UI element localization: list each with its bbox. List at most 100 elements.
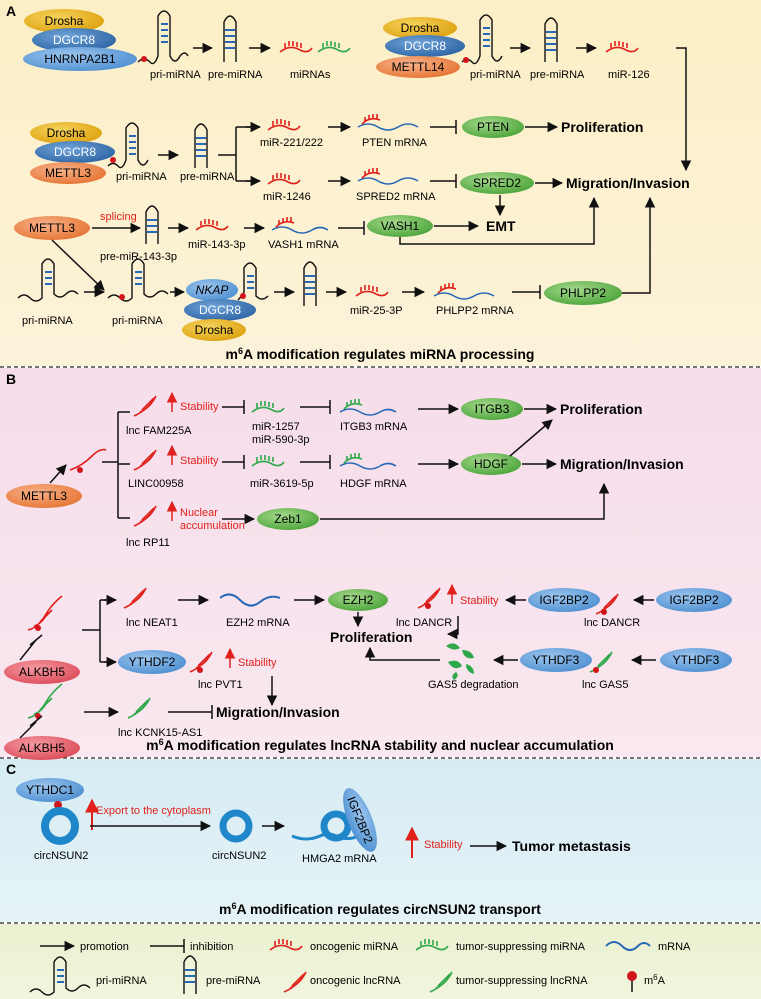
alkbh5-label: ALKBH5 xyxy=(19,665,65,679)
pri-mirna-a4 xyxy=(17,258,79,302)
gas5-deg-label: GAS5 degradation xyxy=(428,679,519,691)
pri-mirna-a3 xyxy=(107,122,149,169)
lnc-rp11-icon xyxy=(133,505,157,527)
branch-alkbh5 xyxy=(82,599,114,663)
mir221-label: miR-221/222 xyxy=(260,137,323,149)
mir25-label: miR-25-3P xyxy=(350,305,403,317)
drosha-label-4: Drosha xyxy=(195,323,234,337)
dgcr8-protein-3 xyxy=(35,141,115,163)
migration-label-b2: Migration/Invasion xyxy=(216,704,340,720)
pten-mrna-icon xyxy=(357,114,419,131)
itgb3-mrna-icon xyxy=(339,399,397,416)
legend-mrna-icon xyxy=(605,941,651,951)
pre-mirna-label-a3: pre-miRNA xyxy=(180,171,235,183)
stability-label-2: Stability xyxy=(180,455,219,467)
mir590-label: miR-590-3p xyxy=(252,434,309,446)
arrow-vash1-migration xyxy=(399,196,600,245)
pre-mirna-label-a1: pre-miRNA xyxy=(208,69,263,81)
ezh2-label: EZH2 xyxy=(343,593,374,607)
m6a-site xyxy=(463,57,469,63)
drosha-label-2: Drosha xyxy=(401,21,440,35)
pre-mir143-label: pre-miR-143-3p xyxy=(100,251,177,263)
m6a-site xyxy=(601,609,607,615)
ythdc1-label: YTHDC1 xyxy=(26,783,74,797)
lnc-gas5-icon xyxy=(589,651,613,673)
mir3619-icon xyxy=(251,455,285,467)
mir221-icon xyxy=(267,119,301,131)
lnc-rp11-label: lnc RP11 xyxy=(126,537,170,549)
drosha-label: Drosha xyxy=(45,14,84,28)
branch-b xyxy=(102,411,130,519)
ts-mirna-icon xyxy=(317,41,351,53)
m6a-site xyxy=(35,625,41,631)
zeb1-label: Zeb1 xyxy=(274,512,302,526)
pri-mirna-a2 xyxy=(461,14,503,65)
circnsun2-icon-1 xyxy=(41,807,79,845)
ezh2-mrna-icon xyxy=(219,593,281,607)
itgb3-label: ITGB3 xyxy=(475,402,510,416)
lnc-dancr-label-1: lnc DANCR xyxy=(396,617,452,629)
mettl3-protein-2 xyxy=(14,216,90,240)
mettl14-label: METTL14 xyxy=(392,60,445,74)
legend-ts-lnc-icon xyxy=(429,971,453,993)
lnc-pvt1-label: lnc PVT1 xyxy=(198,679,243,691)
hdgf-protein xyxy=(461,453,521,475)
itgb3-protein xyxy=(461,398,523,420)
m6a-site xyxy=(141,56,147,62)
panel-b-letter: B xyxy=(6,371,16,387)
vash1-protein xyxy=(367,215,433,237)
arrow-mir126-to-migration xyxy=(676,47,692,172)
proliferation-label-b1: Proliferation xyxy=(560,401,642,417)
pri-mirna-label-a1: pri-miRNA xyxy=(150,69,201,81)
inhibit-hdgf-mrna xyxy=(300,455,331,469)
panel-a-letter: A xyxy=(6,3,16,19)
proliferation-label-b2: Proliferation xyxy=(330,629,412,645)
arrow-mettl3-lnc xyxy=(49,464,67,484)
legend-pri-mirna: pri-miRNA xyxy=(96,975,147,987)
legend-inhibition: inhibition xyxy=(190,941,233,953)
metastasis-label: Tumor metastasis xyxy=(512,838,631,854)
pre-mirna-label-a2: pre-miRNA xyxy=(530,69,585,81)
lnc-dancr-icon xyxy=(417,587,441,609)
inhibit-mir3619 xyxy=(222,455,245,469)
dgcr8-label-2: DGCR8 xyxy=(404,39,446,53)
legend-m6a-icon xyxy=(627,971,637,981)
phlpp2-label: PHLPP2 xyxy=(560,286,606,300)
ythdf3-label-2: YTHDF3 xyxy=(673,653,720,667)
drosha-protein-4 xyxy=(182,319,246,341)
mir1257-label: miR-1257 xyxy=(252,421,300,433)
mettl3-label-b: METTL3 xyxy=(21,489,67,503)
igf2bp2-protein-1 xyxy=(528,588,600,612)
splicing-label: splicing xyxy=(100,211,137,223)
igf2bp2-label-1: IGF2BP2 xyxy=(539,593,589,607)
drosha-label-3: Drosha xyxy=(47,126,86,140)
dgcr8-protein xyxy=(32,28,116,52)
lnc-fam225a-label: lnc FAM225A xyxy=(126,425,192,437)
igf2bp2-label-2: IGF2BP2 xyxy=(669,593,719,607)
mir143-icon xyxy=(195,219,229,231)
mettl3-label: METTL3 xyxy=(45,166,91,180)
circ-label-1: circNSUN2 xyxy=(34,850,88,862)
pten-protein xyxy=(462,116,524,138)
phlpp2-protein xyxy=(544,281,622,305)
pri-mirna-label-a5: pri-miRNA xyxy=(112,315,163,327)
stability-label-pvt1: Stability xyxy=(238,657,277,669)
dgcr8-protein-4 xyxy=(184,299,256,321)
mettl3-protein-b xyxy=(6,484,82,508)
dgcr8-label-3: DGCR8 xyxy=(54,145,96,159)
mir1246-icon xyxy=(267,173,301,185)
mir1246-label: miR-1246 xyxy=(263,191,311,203)
panel-c-title: m6A modification regulates circNSUN2 tra… xyxy=(219,901,541,917)
lnc-gas5-label: lnc GAS5 xyxy=(582,679,628,691)
inhibit-itgb3-mrna xyxy=(300,400,331,414)
arrow-phlpp2-migration xyxy=(622,196,656,294)
ythdf3-protein-2 xyxy=(660,648,732,672)
lnc-fam225a-icon xyxy=(133,395,157,417)
mir3619-label: miR-3619-5p xyxy=(250,478,314,490)
spred2-protein xyxy=(460,172,534,194)
legend-ts-mirna: tumor-suppressing miRNA xyxy=(456,941,586,953)
hdgf-label: HDGF xyxy=(474,457,508,471)
ythdf2-protein xyxy=(118,650,186,674)
hnrnpa2b1-label: HNRNPA2B1 xyxy=(44,52,115,66)
